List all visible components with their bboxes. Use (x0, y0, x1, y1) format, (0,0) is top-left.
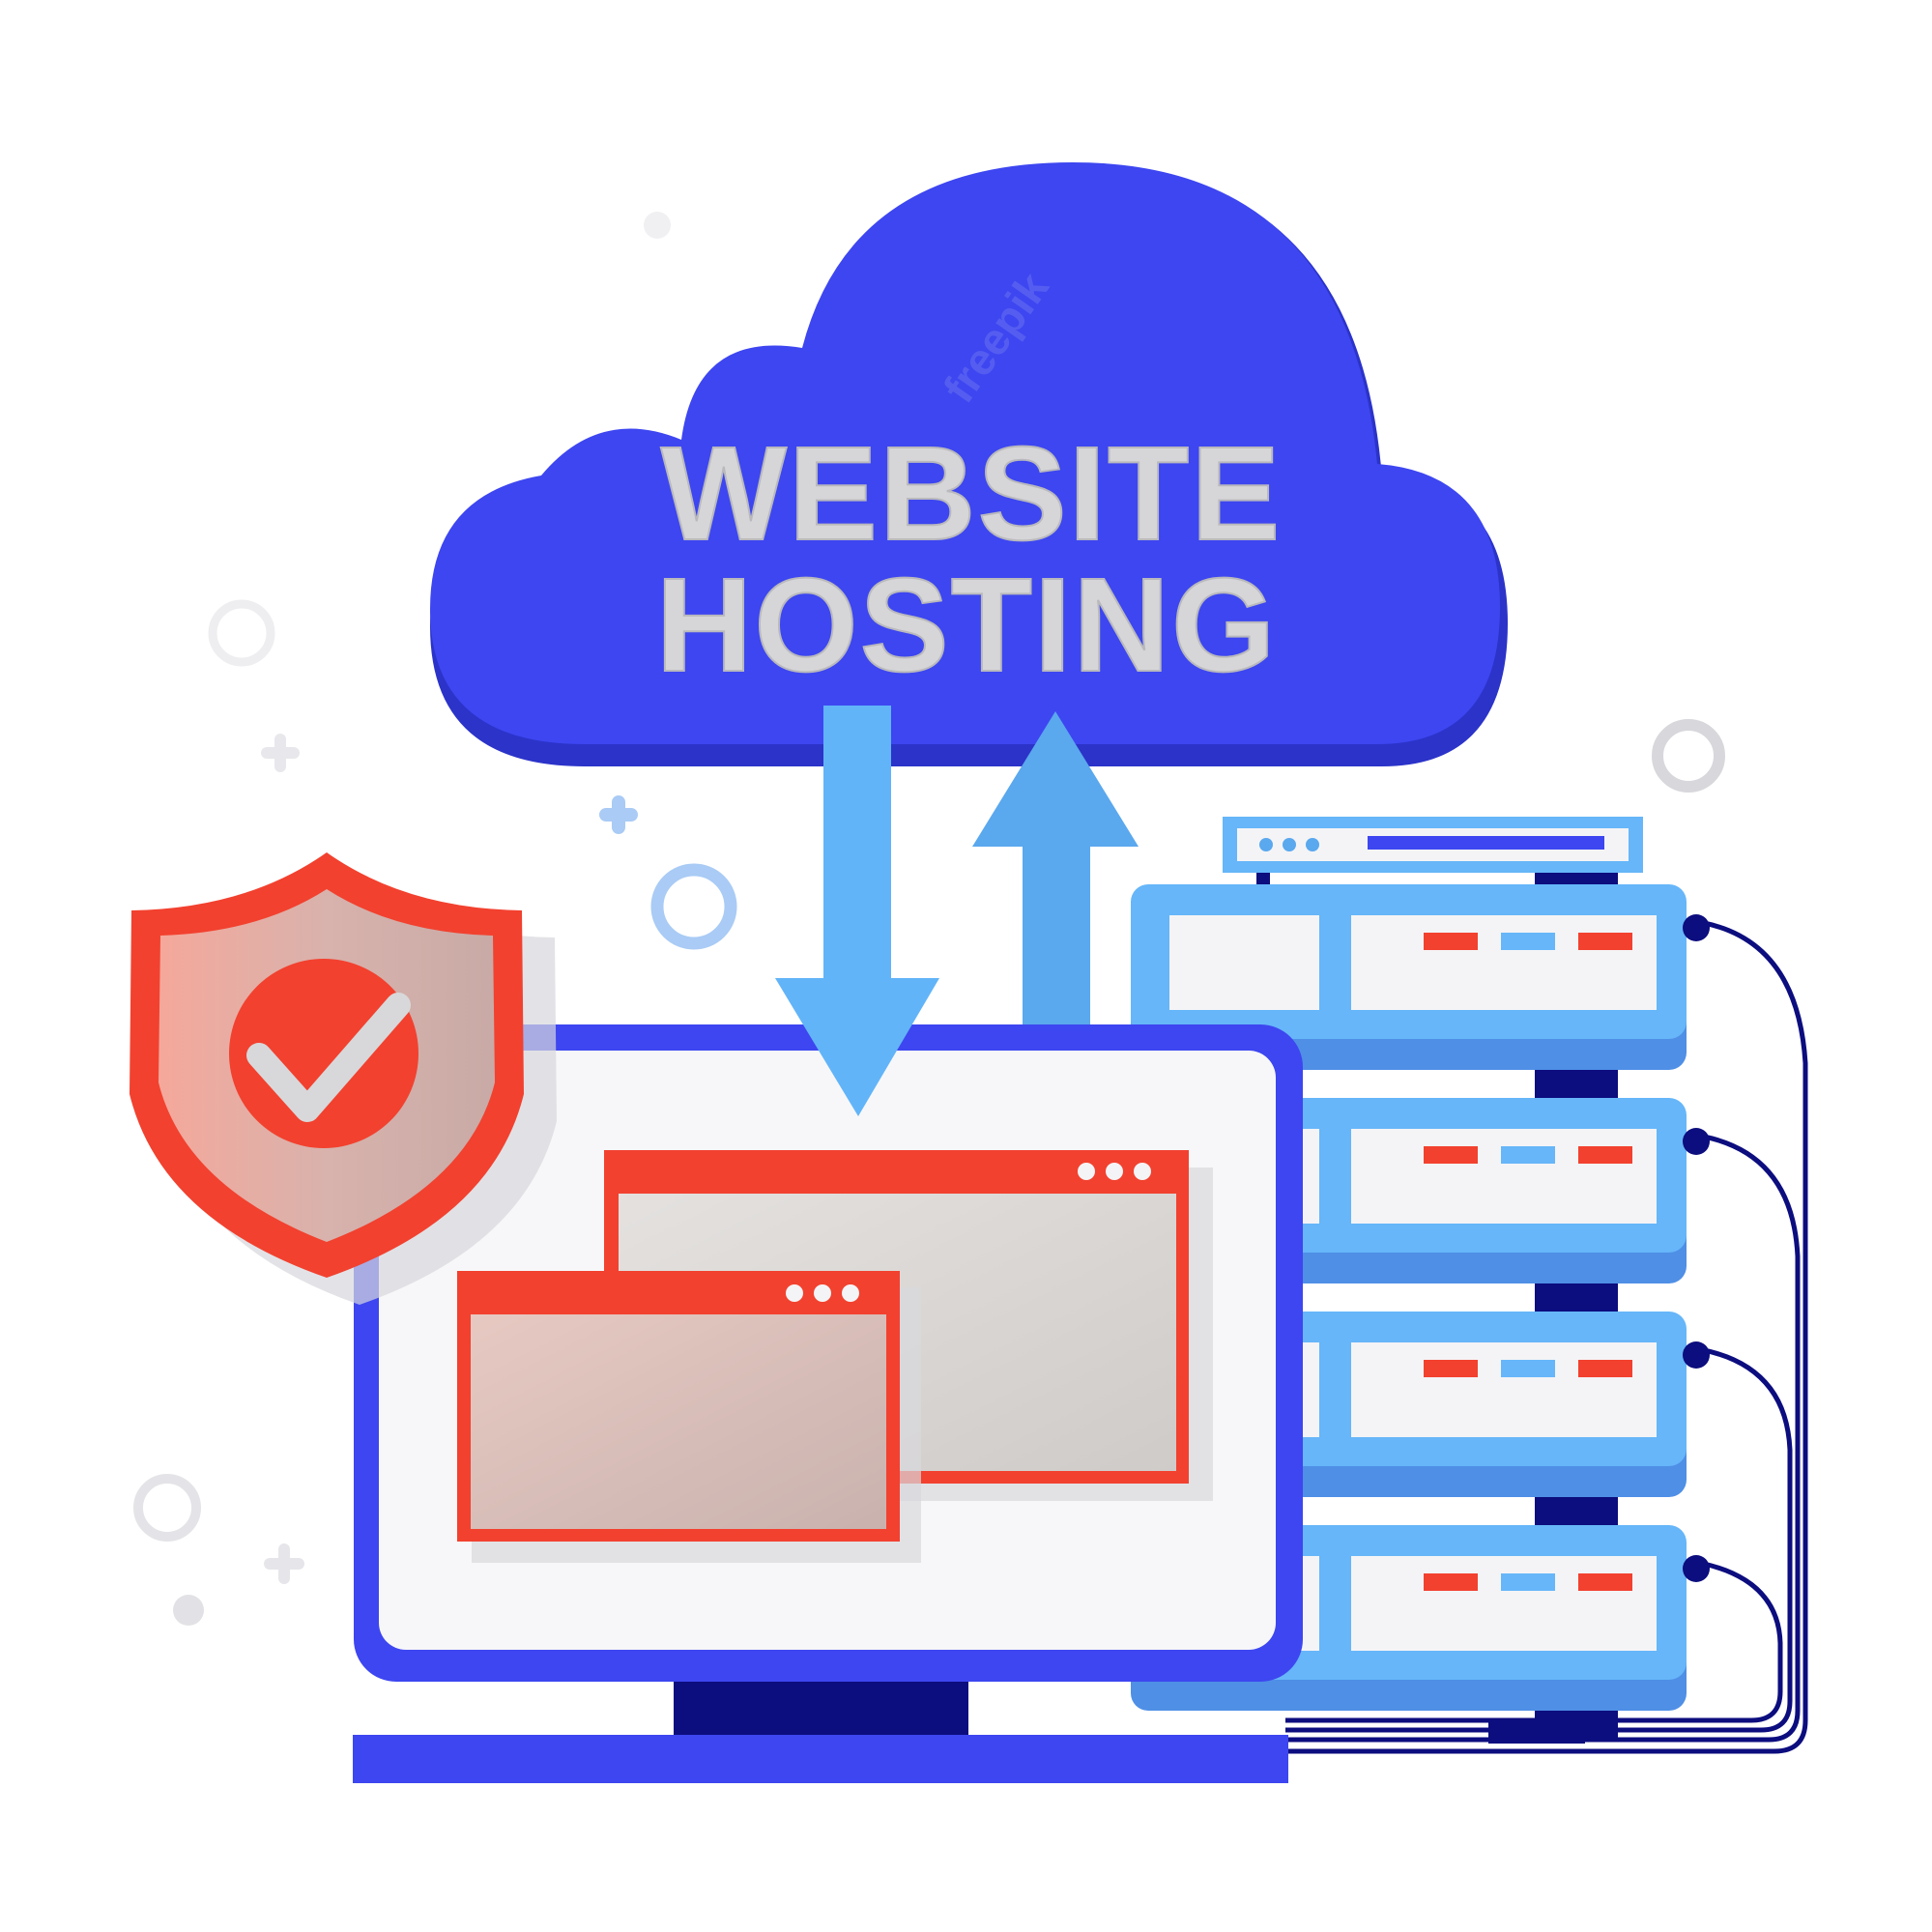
server-cables (1285, 920, 1808, 1754)
check-mark (246, 993, 411, 1122)
decor-ring (133, 1474, 201, 1542)
background-decorations (133, 212, 1725, 1626)
decor-ring (650, 863, 737, 950)
headline: WEBSITE HOSTING (655, 418, 1283, 701)
decor-ring (1652, 719, 1725, 793)
decor-ring (208, 599, 275, 667)
arrow-down-icon (775, 706, 939, 1116)
monitor-stand-base (353, 1735, 1288, 1783)
headline-line1: WEBSITE (661, 419, 1283, 568)
cloud-body (430, 162, 1500, 744)
check-badge (229, 959, 418, 1148)
browser-window-front (457, 1271, 921, 1563)
decor-plus (261, 734, 300, 772)
headline-line2: HOSTING (656, 551, 1278, 700)
decor-dot (644, 212, 671, 239)
decor-dot (173, 1595, 204, 1626)
decor-plus (264, 1543, 304, 1584)
decor-plus (599, 795, 638, 834)
cloud-icon (430, 162, 1508, 766)
shield-check-icon (130, 852, 557, 1305)
arrow-up-icon (972, 711, 1139, 1034)
